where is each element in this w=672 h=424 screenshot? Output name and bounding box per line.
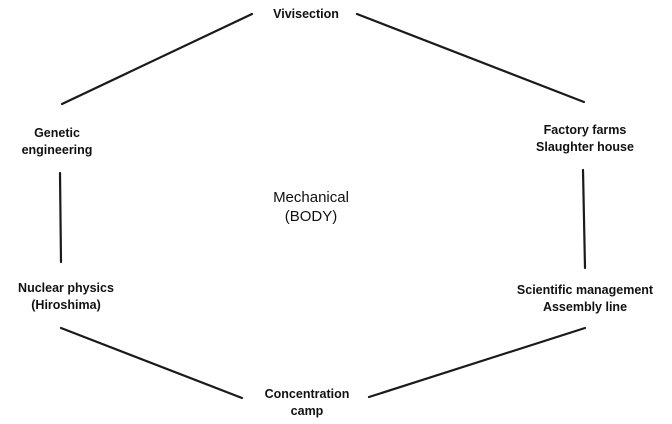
edge-top-to-upper-right xyxy=(355,12,586,104)
node-scientific-management-line-2: Assembly line xyxy=(542,300,628,314)
center-label-line-2: (BODY) xyxy=(284,208,338,225)
edge-upper-right-to-lower-right xyxy=(581,168,587,270)
node-vivisection-line-1: Vivisection xyxy=(273,7,339,21)
edge-lower-right-to-bottom xyxy=(367,326,587,399)
node-concentration-camp-line-1: Concentration xyxy=(264,387,350,401)
node-factory-farms-line-2: Slaughter house xyxy=(536,140,634,154)
node-concentration-camp: Concentration camp xyxy=(265,386,350,420)
center-label: Mechanical (BODY) xyxy=(273,188,349,226)
node-factory-farms: Factory farms Slaughter house xyxy=(536,122,634,156)
node-factory-farms-line-1: Factory farms xyxy=(543,123,627,137)
node-concentration-camp-line-2: camp xyxy=(290,404,324,418)
node-genetic-engineering-line-1: Genetic xyxy=(34,126,80,140)
edge-lower-left-to-bottom xyxy=(59,326,244,400)
node-scientific-management: Scientific management Assembly line xyxy=(517,282,653,316)
node-genetic-engineering-line-2: engineering xyxy=(21,143,93,157)
edge-top-to-upper-left xyxy=(60,12,254,106)
center-label-line-1: Mechanical xyxy=(273,189,349,206)
node-vivisection: Vivisection xyxy=(273,6,339,23)
node-scientific-management-line-1: Scientific management xyxy=(516,283,654,297)
node-nuclear-physics: Nuclear physics (Hiroshima) xyxy=(18,280,114,314)
node-nuclear-physics-line-2: (Hiroshima) xyxy=(31,298,101,312)
node-genetic-engineering: Genetic engineering xyxy=(22,125,93,159)
edge-upper-left-to-lower-left xyxy=(58,171,63,264)
node-nuclear-physics-line-1: Nuclear physics xyxy=(18,281,114,295)
